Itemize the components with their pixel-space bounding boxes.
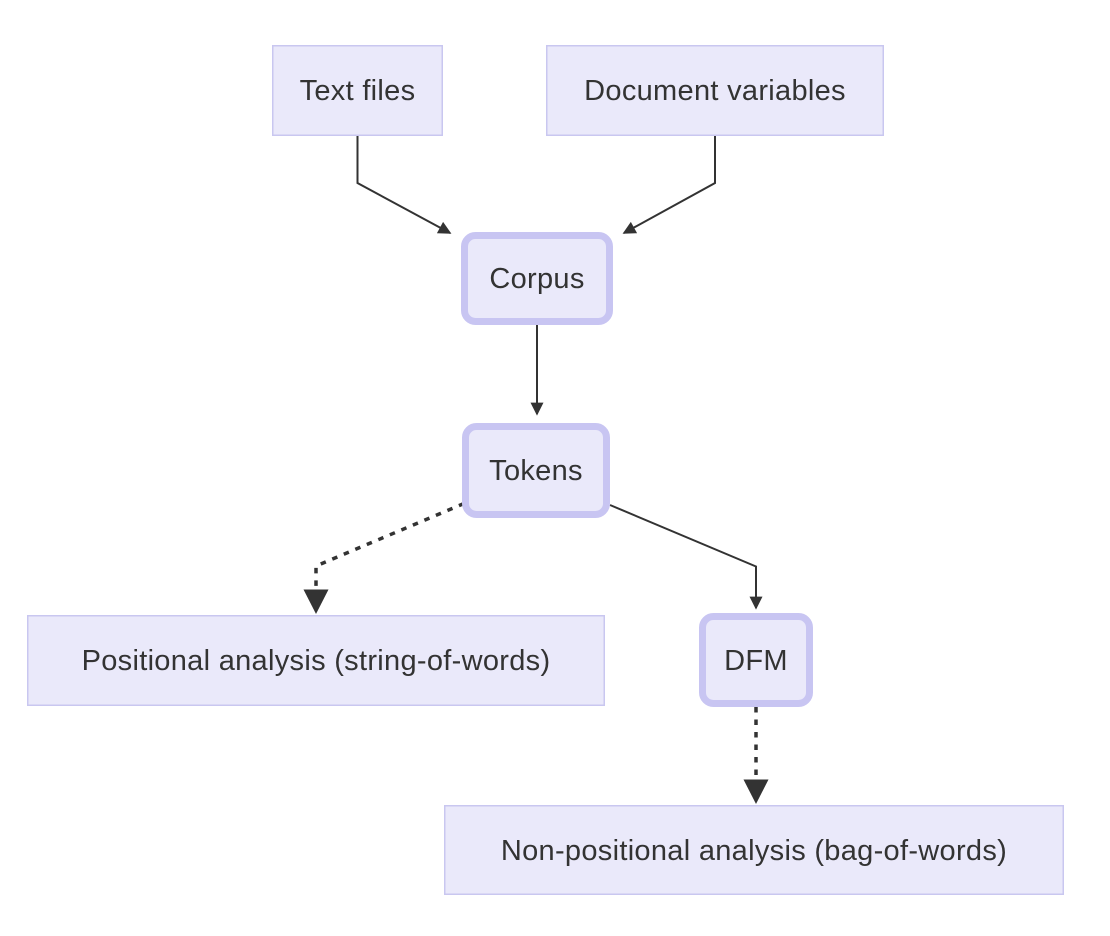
arrowhead-dfm-to-non-positional-analysis (743, 779, 769, 804)
edge-tokens-to-dfm (609, 504, 763, 610)
node-tokens-box (462, 423, 610, 518)
node-text-files-box (272, 45, 443, 136)
node-non-positional-analysis: Non-positional analysis (bag-of-words) (444, 805, 1064, 895)
edge-text-files-to-corpus (356, 136, 452, 234)
node-corpus-label: Corpus (489, 263, 584, 295)
node-non-positional-analysis-box (444, 805, 1064, 895)
node-tokens-label: Tokens (489, 455, 583, 487)
node-positional-analysis: Positional analysis (string-of-words) (27, 615, 605, 706)
node-non-positional-analysis-label: Non-positional analysis (bag-of-words) (501, 835, 1007, 867)
edges (303, 136, 769, 804)
node-dfm-box (699, 613, 813, 707)
node-positional-analysis-box (27, 615, 605, 706)
node-document-variables: Document variables (546, 45, 884, 136)
node-dfm: DFM (699, 613, 813, 707)
node-corpus-box (461, 232, 613, 325)
node-document-variables-label: Document variables (584, 75, 846, 107)
edge-tokens-to-positional-analysis (314, 501, 465, 589)
arrowhead-tokens-to-positional-analysis (303, 589, 329, 614)
node-positional-analysis-label: Positional analysis (string-of-words) (82, 645, 551, 677)
node-dfm-label: DFM (724, 645, 788, 677)
node-document-variables-box (546, 45, 884, 136)
nodes: Text files Document variables Corpus Tok… (27, 45, 1064, 895)
node-text-files: Text files (272, 45, 443, 136)
node-tokens: Tokens (462, 423, 610, 518)
node-text-files-label: Text files (300, 75, 416, 107)
edge-document-variables-to-corpus (622, 136, 716, 234)
node-corpus: Corpus (461, 232, 613, 325)
